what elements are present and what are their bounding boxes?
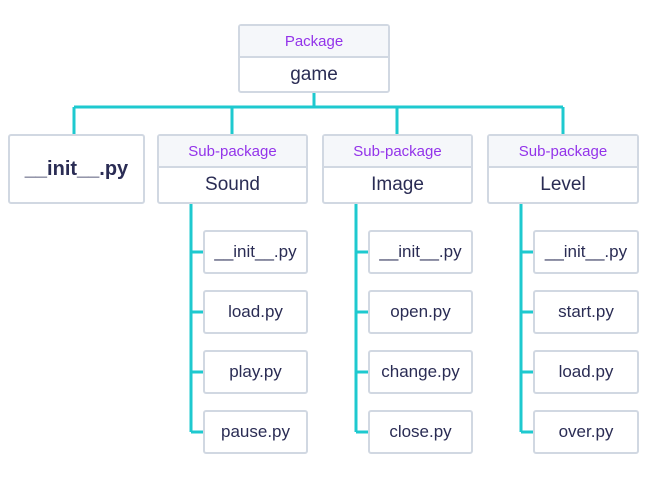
package-label: Package (240, 26, 388, 58)
subpackage-label: Sub-package (159, 136, 306, 168)
sound-file-pause: pause.py (203, 410, 308, 454)
subpackage-level-node: Sub-package Level (487, 134, 639, 204)
subpackage-sound-node: Sub-package Sound (157, 134, 308, 204)
subpackage-image-node: Sub-package Image (322, 134, 473, 204)
image-file-close: close.py (368, 410, 473, 454)
level-file-over: over.py (533, 410, 639, 454)
subpackage-label: Sub-package (489, 136, 637, 168)
game-init-file: __init__.py (8, 134, 145, 204)
image-file-change: change.py (368, 350, 473, 394)
package-name: game (290, 63, 338, 85)
sound-file-load: load.py (203, 290, 308, 334)
image-file-init: __init__.py (368, 230, 473, 274)
package-game-node: Package game (238, 24, 390, 93)
level-file-init: __init__.py (533, 230, 639, 274)
level-file-start: start.py (533, 290, 639, 334)
subpackage-name: Level (540, 174, 586, 195)
subpackage-label: Sub-package (324, 136, 471, 168)
level-file-load: load.py (533, 350, 639, 394)
sound-file-play: play.py (203, 350, 308, 394)
subpackage-name: Image (371, 174, 424, 195)
image-file-open: open.py (368, 290, 473, 334)
subpackage-name: Sound (205, 174, 260, 195)
sound-file-init: __init__.py (203, 230, 308, 274)
